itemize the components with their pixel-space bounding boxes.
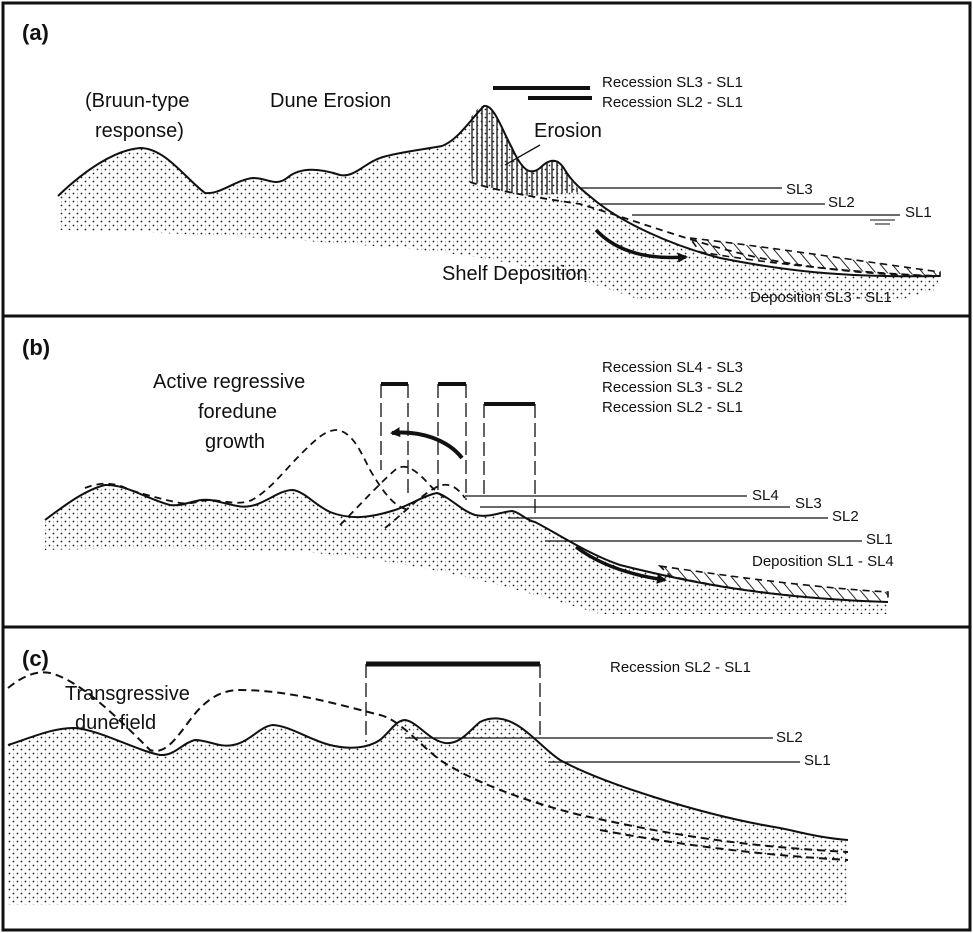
panel-c-sl2-label: SL2 — [776, 729, 803, 746]
panel-b-former-dune-1 — [84, 429, 411, 511]
panel-a-deposition-wedge — [688, 237, 941, 277]
panel-c-recession-bracket-sides — [365, 664, 541, 742]
panel-a: (a) SL3 SL2 SL1 Recession SL3 - SL1 Rece… — [1, 1, 972, 318]
panel-c-land — [8, 718, 848, 905]
panel-a-deposition-label: Deposition SL3 - SL1 — [750, 289, 892, 306]
panel-b-former-dune-2 — [339, 465, 449, 526]
panel-a-sl1-label: SL1 — [905, 204, 932, 221]
panel-c-letter: (c) — [22, 646, 49, 671]
panel-a-erosion-pointer — [504, 144, 541, 166]
panel-a-erosion-hatch — [468, 105, 582, 196]
panel-c-frame — [1, 625, 972, 932]
panel-b-deposition-label: Deposition SL1 - SL4 — [752, 553, 894, 570]
panel-b-recession-sl2-label: Recession SL2 - SL1 — [602, 399, 743, 416]
panel-a-bruun-label-1: (Bruun-type — [85, 90, 190, 112]
panel-b-sl2-label: SL2 — [832, 508, 859, 525]
panel-a-letter: (a) — [22, 20, 49, 45]
panel-c-transgressive-profile — [7, 671, 849, 853]
panel-a-profile — [57, 105, 941, 278]
panel-b-recession-bracket-sl4-sides — [380, 384, 409, 495]
panel-c-transgressive-label-2: dunefield — [75, 712, 156, 734]
panel-a-bruun-label-2: response) — [95, 120, 184, 142]
panel-c-transgressive-label-1: Transgressive — [65, 683, 190, 705]
panel-b-letter: (b) — [22, 335, 50, 360]
panel-a-erosion-label: Erosion — [534, 120, 602, 142]
panel-b-seaward-arrow — [574, 545, 667, 584]
panel-a-land — [58, 105, 940, 300]
panel-b-active-label-1: Active regressive — [153, 371, 305, 393]
panel-b-active-label-2: foredune — [198, 401, 277, 423]
panel-b-recession-bracket-sl2-sides — [483, 404, 536, 513]
panel-a-deposition-arrow — [594, 228, 688, 263]
panel-c-shelf-dashed — [599, 829, 849, 861]
panel-a-sl3-label: SL3 — [786, 181, 813, 198]
panel-b-recession-bracket-sl3-sides — [437, 384, 467, 500]
panel-c-sl1-label: SL1 — [804, 752, 831, 769]
panel-c: (c) SL2 SL1 Transgressive dunefield Rece… — [1, 625, 972, 932]
panel-c-recession-label: Recession SL2 - SL1 — [610, 659, 751, 676]
panel-b: (b) SL4 SL3 SL2 SL1 Active regressive fo… — [1, 314, 972, 629]
panel-a-recession-sl2-label: Recession SL2 - SL1 — [602, 94, 743, 111]
panel-a-dune-erosion-label: Dune Erosion — [270, 90, 391, 112]
panel-b-recession-sl3-label: Recession SL3 - SL2 — [602, 379, 743, 396]
panel-c-profile — [7, 717, 849, 841]
panel-b-landward-arrow — [390, 427, 464, 460]
panel-b-active-label-3: growth — [205, 431, 265, 453]
panel-b-sl4-label: SL4 — [752, 487, 779, 504]
panel-b-sl3-label: SL3 — [795, 495, 822, 512]
panel-b-profile — [44, 483, 889, 603]
panel-a-sl2-label: SL2 — [828, 194, 855, 211]
panel-b-sl1-label: SL1 — [866, 531, 893, 548]
panel-a-shelf-deposition-label: Shelf Deposition — [442, 263, 588, 285]
panel-a-recession-sl3-label: Recession SL3 - SL1 — [602, 74, 743, 91]
panel-b-recession-sl4-label: Recession SL4 - SL3 — [602, 359, 743, 376]
panel-b-land — [45, 484, 888, 614]
panel-b-deposition-wedge — [657, 564, 889, 603]
panel-b-former-dune-3 — [384, 483, 466, 529]
